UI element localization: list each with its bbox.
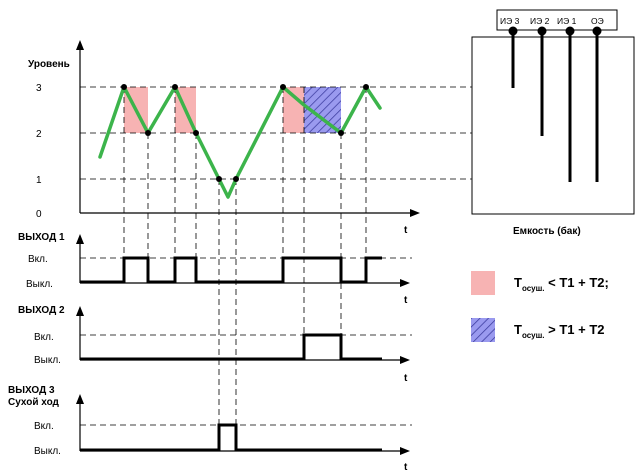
output-1-on-label: Вкл. xyxy=(28,254,48,265)
output-3-on-label: Вкл. xyxy=(34,421,54,432)
electrode-label-ie1: ИЭ 1 xyxy=(557,16,577,26)
level-tick-1: 1 xyxy=(36,175,42,186)
level-t-label: t xyxy=(404,225,408,236)
electrode-label-ie2: ИЭ 2 xyxy=(530,16,550,26)
level-tick-3: 3 xyxy=(36,83,42,94)
output-2-title: ВЫХОД 2 xyxy=(18,305,65,316)
level-axis-title: Уровень xyxy=(28,59,70,70)
tank: ИЭ 3 ИЭ 2 ИЭ 1 ОЭ Емкость (бак) xyxy=(471,9,635,237)
output-1-signal xyxy=(80,256,382,284)
level-y-arrow xyxy=(76,40,84,50)
output-3-chart: ВЫХОД 3 Сухой ход Вкл. Выкл. t xyxy=(8,385,412,473)
transition-lines xyxy=(123,87,367,425)
output-3-subtitle: Сухой ход xyxy=(8,397,60,408)
legend-item-1: Tосуш. < T1 + T2; xyxy=(514,275,609,293)
electrode-label-ie3: ИЭ 3 xyxy=(500,16,520,26)
tank-body xyxy=(471,36,635,215)
output-2-on-label: Вкл. xyxy=(34,332,54,343)
electrode-label-oe: ОЭ xyxy=(591,16,604,26)
level-tick-0: 0 xyxy=(36,209,42,220)
output-1-chart: ВЫХОД 1 Вкл. Выкл. t xyxy=(18,232,412,306)
output-1-y-arrow xyxy=(76,234,84,244)
tank-caption: Емкость (бак) xyxy=(513,225,581,237)
output-2-chart: ВЫХОД 2 Вкл. Выкл. t xyxy=(18,305,412,384)
output-2-y-arrow xyxy=(76,306,84,316)
output-1-x-arrow xyxy=(400,279,410,287)
output-3-x-arrow xyxy=(400,447,410,455)
tank-connector xyxy=(496,9,618,31)
output-1-title: ВЫХОД 1 xyxy=(18,232,65,243)
output-2-off-label: Выкл. xyxy=(34,355,61,366)
legend: Tосуш. < T1 + T2; Tосуш. > T1 + T2 xyxy=(471,271,609,342)
output-1-off-label: Выкл. xyxy=(26,279,53,290)
output-3-signal xyxy=(80,423,382,452)
electrodes xyxy=(508,26,602,182)
output-3-y-arrow xyxy=(76,394,84,404)
level-chart: Уровень 3 2 1 0 t xyxy=(28,40,570,425)
output-1-t-label: t xyxy=(404,295,408,306)
level-tick-2: 2 xyxy=(36,129,42,140)
output-2-signal xyxy=(80,333,382,361)
transition-points xyxy=(121,84,369,182)
output-3-t-label: t xyxy=(404,462,408,473)
output-2-t-label: t xyxy=(404,373,408,384)
level-x-arrow xyxy=(410,209,420,217)
output-3-off-label: Выкл. xyxy=(34,446,61,457)
legend-item-2: Tосуш. > T1 + T2 xyxy=(514,322,605,340)
legend-swatch-pink xyxy=(471,271,495,295)
output-2-x-arrow xyxy=(400,356,410,364)
output-3-title: ВЫХОД 3 xyxy=(8,385,55,396)
legend-swatch-hatched xyxy=(471,318,495,342)
